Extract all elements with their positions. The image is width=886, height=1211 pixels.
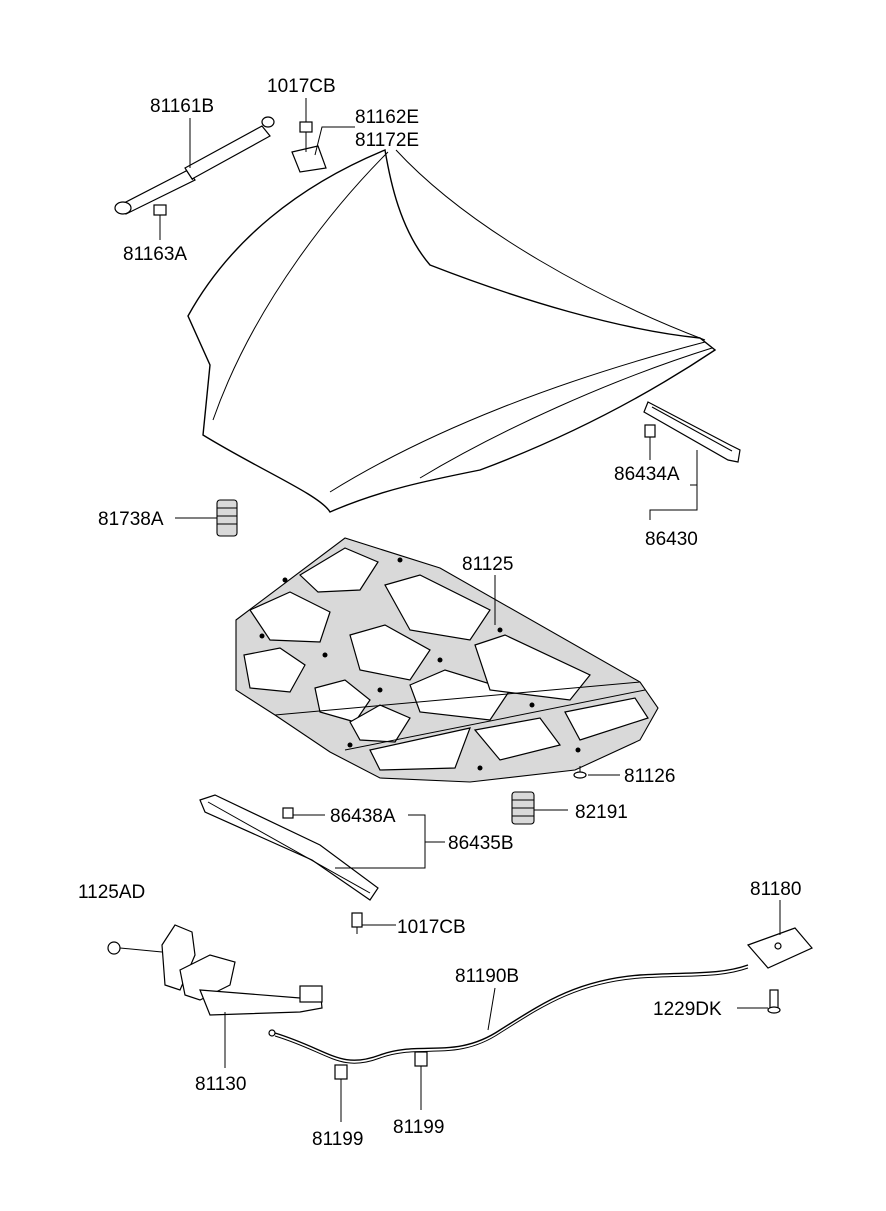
insulator-clip [573, 766, 587, 779]
label-1125AD: 1125AD [78, 882, 145, 903]
label-81190B: 81190B [455, 966, 519, 987]
label-81199-right: 81199 [393, 1117, 444, 1138]
label-81172E: 81172E [355, 130, 419, 151]
ball-stud-81163A [153, 204, 167, 222]
label-81163A: 81163A [123, 244, 187, 265]
hood-insulator-pad [235, 537, 659, 783]
label-81180: 81180 [750, 879, 801, 900]
label-81130: 81130 [195, 1074, 246, 1095]
label-81161B: 81161B [150, 96, 214, 117]
hood-seal-strip [199, 794, 379, 901]
label-81738A: 81738A [98, 509, 164, 530]
hood-weatherstrip [643, 401, 741, 463]
label-82191: 82191 [575, 802, 628, 823]
release-handle [746, 927, 813, 969]
label-1229DK: 1229DK [653, 999, 722, 1020]
label-86435B: 86435B [448, 833, 514, 854]
hood-lift-support [114, 116, 275, 215]
screw-1017CB [351, 912, 363, 934]
release-cable [268, 964, 749, 1064]
hood-latch [161, 924, 323, 1016]
label-86430: 86430 [645, 529, 698, 550]
handle-bolt [767, 989, 781, 1014]
overslam-bumper [511, 791, 535, 825]
label-81199-left: 81199 [312, 1129, 363, 1150]
hood-panel [187, 149, 717, 513]
hood-bumper-stop [216, 499, 238, 537]
cable-clip-right [414, 1051, 428, 1067]
label-1017CB-bottom: 1017CB [397, 917, 466, 938]
leader-lines [159, 98, 781, 1122]
label-1017CB-top: 1017CB [267, 76, 336, 97]
hood-hinge [291, 121, 327, 173]
label-86434A: 86434A [614, 464, 680, 485]
label-81162E: 81162E [355, 107, 419, 128]
callout-labels: 81161B 1017CB 81162E 81172E 81163A 86434… [78, 76, 801, 1150]
label-86438A: 86438A [330, 806, 396, 827]
label-81126: 81126 [624, 766, 675, 787]
label-81125: 81125 [462, 554, 513, 575]
cable-clip-left [334, 1064, 348, 1080]
latch-bolt [107, 941, 163, 955]
